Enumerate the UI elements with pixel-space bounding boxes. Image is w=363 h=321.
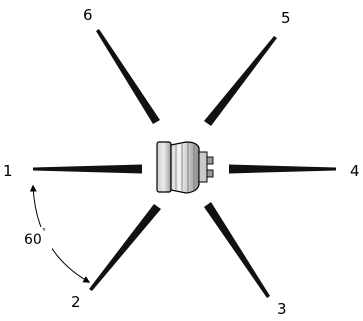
angle-unit: ° [42,227,46,236]
label-5: 5 [281,9,291,27]
spoke-2 [89,204,161,291]
label-4: 4 [350,162,360,180]
spoke-5 [204,36,277,126]
label-2: 2 [71,293,81,311]
spoke-1 [33,165,142,174]
central-hub [157,142,213,193]
angle-value: 60 [24,232,42,248]
spoke-6 [96,29,160,124]
label-3: 3 [277,300,287,318]
spoke-4 [229,165,336,174]
label-1: 1 [3,162,13,180]
label-6: 6 [83,6,93,24]
spoke-3 [204,202,270,298]
